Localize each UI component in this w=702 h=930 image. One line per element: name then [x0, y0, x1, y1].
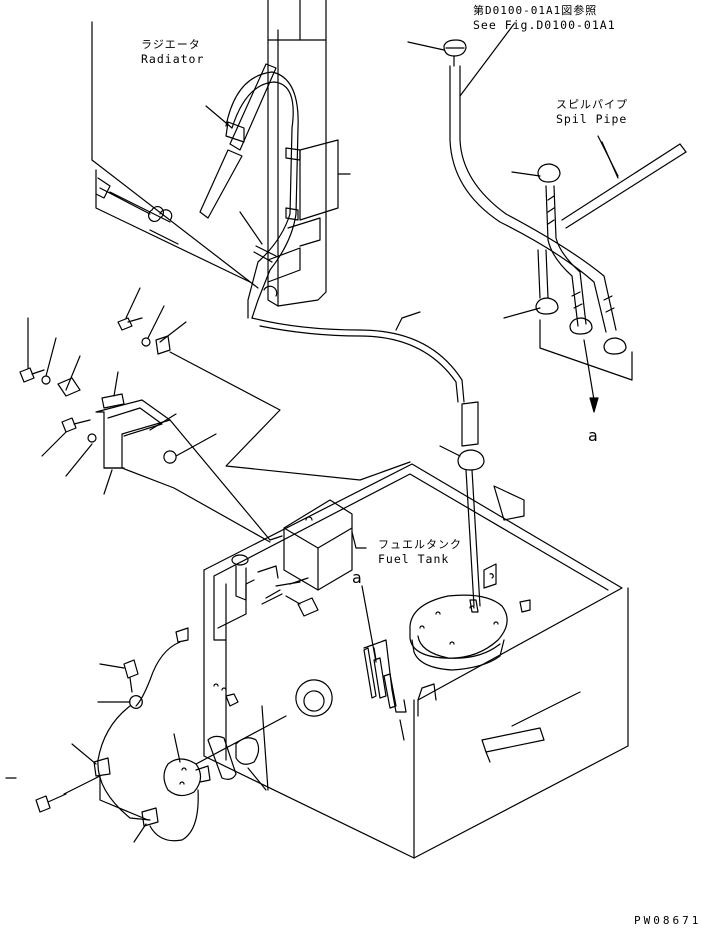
- fuel-tank: [203, 401, 629, 859]
- see-figure-label-jp: 第D0100-01A1図参照: [473, 4, 598, 17]
- see-figure-label-en: See Fig.D0100-01A1: [473, 18, 616, 32]
- radiator-label-en: Radiator: [141, 52, 205, 66]
- cover-bracket: [19, 287, 411, 543]
- reference-a-lower: a: [352, 568, 363, 587]
- label-leaders: [459, 23, 619, 177]
- fuel-tank-label: フュエルタンク Fuel Tank: [378, 538, 462, 566]
- spill-pipe-label-jp: スピルパイプ: [556, 98, 628, 111]
- leader-lines-upper: [205, 41, 541, 331]
- fuel-tank-label-jp: フュエルタンク: [378, 538, 462, 551]
- radiator: [91, 0, 465, 403]
- see-figure-label: 第D0100-01A1図参照 See Fig.D0100-01A1: [473, 4, 616, 32]
- drain-assembly: [5, 627, 287, 843]
- spill-pipe-label-en: Spil Pipe: [556, 112, 628, 126]
- reference-a-upper: a: [588, 426, 599, 445]
- radiator-label-jp: ラジエータ: [141, 38, 201, 51]
- drawing-number: PW08671: [634, 914, 702, 927]
- fuel-tank-label-en: Fuel Tank: [378, 552, 450, 566]
- radiator-label: ラジエータ Radiator: [141, 38, 204, 66]
- spill-pipe-assembly: [443, 39, 687, 413]
- spill-pipe-label: スピルパイプ Spil Pipe: [556, 98, 628, 126]
